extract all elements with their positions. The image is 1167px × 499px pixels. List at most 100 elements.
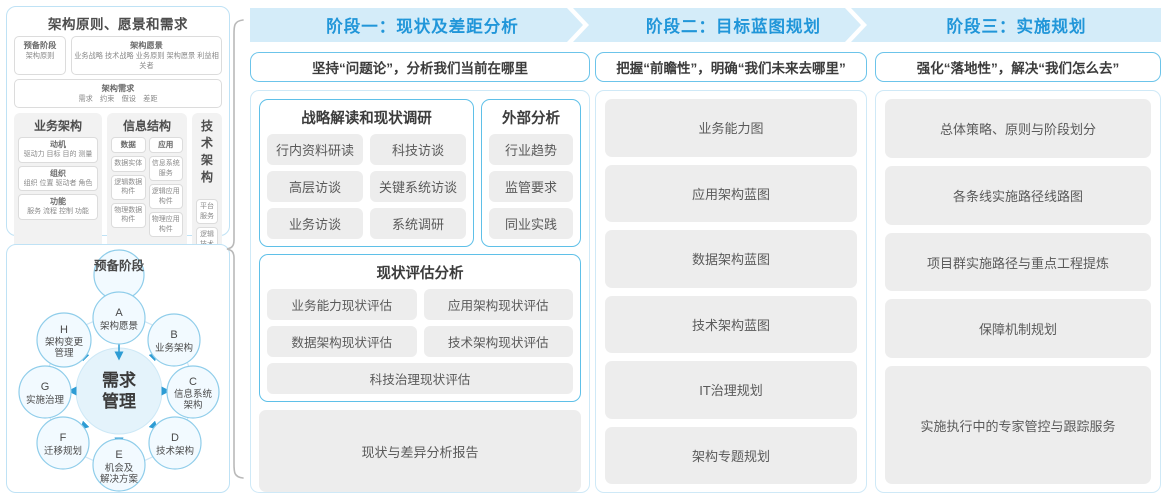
architecture-requirement-box: 架构需求 需求 约束 假设 差距 <box>14 79 222 108</box>
pillar-cell: 逻辑数据构件 <box>111 174 146 200</box>
node-center-circle <box>75 347 163 435</box>
chip-strategy[interactable]: 业务访谈 <box>267 208 363 239</box>
node-e-label-2: 解决方案 <box>100 473 139 485</box>
phase-1-band-label: 阶段一：现状及差距分析 <box>326 18 519 36</box>
phase-2-band: 阶段二：目标蓝图规划 <box>595 8 872 42</box>
chip-assessment[interactable]: 应用架构现状评估 <box>423 289 573 320</box>
chip-external[interactable]: 行业趋势 <box>489 134 573 165</box>
phase-1-band: 阶段一：现状及差距分析 <box>250 8 595 42</box>
node-c-label-1: 信息系统 <box>174 388 213 400</box>
chip-external[interactable]: 同业实践 <box>489 208 573 239</box>
phase-3-pill: 强化“落地性”，解决“我们怎么去” <box>875 52 1161 82</box>
phase-3-column: 总体策略、原则与阶段划分 各条线实施路径线路图 项目群实施路径与重点工程提炼 保… <box>875 90 1161 493</box>
node-a-circle <box>92 291 146 345</box>
chip-implementation[interactable]: 总体策略、原则与阶段划分 <box>885 99 1151 158</box>
chip-strategy[interactable]: 科技访谈 <box>370 134 466 165</box>
node-g-label: 实施治理 <box>26 394 65 406</box>
adm-cycle-panel: 预备阶段 需求 管理 A 架构愿景 <box>6 244 230 493</box>
chevron-divider-1-icon <box>567 8 595 42</box>
node-h-label-1: 架构变更 <box>45 336 84 348</box>
chip-assessment[interactable]: 数据架构现状评估 <box>267 326 417 357</box>
phase-2-pill: 把握“前瞻性”，明确“我们未来去哪里” <box>595 52 867 82</box>
chip-assessment[interactable]: 技术架构现状评估 <box>423 326 573 357</box>
architecture-requirement-sub: 需求 约束 假设 差距 <box>78 94 158 103</box>
brace-connector <box>226 19 244 479</box>
pillar-cell: 物理应用构件 <box>148 212 183 237</box>
node-b-circle <box>147 313 201 367</box>
prelim-phase-box: 预备阶段 架构原则 <box>14 36 66 75</box>
pillar-cell: 组织 组织 位置 驱动者 角色 <box>18 165 98 191</box>
architecture-vision-sub: 业务战略 技术战略 业务原则 架构愿景 利益相关者 <box>74 51 219 70</box>
node-center-label-1: 需求 <box>102 370 136 390</box>
left-column: 架构原则、愿景和需求 预备阶段 架构原则 架构愿景 业务战略 技术战略 业务原则… <box>6 6 230 493</box>
chip-implementation[interactable]: 各条线实施路径线路图 <box>885 165 1151 225</box>
chip-blueprint[interactable]: 业务能力图 <box>605 99 857 157</box>
pillar-cell: 逻辑应用构件 <box>148 184 183 209</box>
pillar-cell: 数据 <box>111 137 146 153</box>
node-prep-label-1: 预备阶段 <box>94 258 145 273</box>
chip-implementation[interactable]: 保障机制规划 <box>885 299 1151 359</box>
chip-blueprint[interactable]: 架构专题规划 <box>605 426 857 484</box>
chip-blueprint[interactable]: IT治理规划 <box>605 361 857 419</box>
chip-implementation[interactable]: 实施执行中的专家管控与跟踪服务 <box>885 366 1151 484</box>
strategy-research-box: 战略解读和现状调研 行内资料研读 科技访谈 高层访谈 关键系统访谈 业务访谈 系… <box>259 99 474 247</box>
chevron-divider-2-icon <box>845 8 873 42</box>
node-e-label-1: 机会及 <box>105 462 134 474</box>
chip-blueprint[interactable]: 应用架构蓝图 <box>605 164 857 222</box>
gap-analysis-report-chip[interactable]: 现状与差异分析报告 <box>259 410 581 492</box>
chip-strategy[interactable]: 高层访谈 <box>267 171 363 202</box>
chip-strategy[interactable]: 行内资料研读 <box>267 134 363 165</box>
pillar-cell: 动机 驱动力 目标 目的 测量 <box>18 137 98 163</box>
external-analysis-box: 外部分析 行业趋势 监管要求 同业实践 <box>481 99 581 247</box>
node-h-key: H <box>60 324 68 336</box>
pillar-cell: 平台服务 <box>196 199 218 224</box>
node-h-circle <box>36 312 92 368</box>
node-c-circle <box>166 365 220 419</box>
prelim-phase-title: 预备阶段 <box>23 41 57 50</box>
node-d-label: 技术架构 <box>156 445 194 457</box>
node-center-label-2: 管理 <box>102 391 136 411</box>
chip-blueprint[interactable]: 数据架构蓝图 <box>605 230 857 288</box>
chip-assessment[interactable]: 业务能力现状评估 <box>267 289 417 320</box>
togaf-content-framework-panel: 架构原则、愿景和需求 预备阶段 架构原则 架构愿景 业务战略 技术战略 业务原则… <box>6 6 230 355</box>
pillar-business-title: 业务架构 <box>33 119 82 133</box>
node-d-key: D <box>171 432 179 444</box>
pillar-technology-title: 技术架构 <box>200 119 213 184</box>
adm-cycle-diagram: 预备阶段 需求 管理 A 架构愿景 <box>18 249 220 492</box>
node-a-label: 架构愿景 <box>100 320 138 332</box>
phase-3-band: 阶段三：实施规划 <box>872 8 1161 42</box>
pillar-information-title: 信息结构 <box>122 119 171 133</box>
chip-strategy[interactable]: 系统调研 <box>370 208 466 239</box>
node-f-label: 迁移规划 <box>44 445 82 457</box>
node-d-circle <box>148 416 202 470</box>
chip-blueprint[interactable]: 技术架构蓝图 <box>605 295 857 353</box>
status-assessment-box: 现状评估分析 业务能力现状评估 应用架构现状评估 数据架构现状评估 技术架构现状… <box>259 254 581 402</box>
prelim-vision-row: 预备阶段 架构原则 架构愿景 业务战略 技术战略 业务原则 架构愿景 利益相关者 <box>14 36 222 75</box>
node-b-key: B <box>170 329 177 341</box>
architecture-requirement-title: 架构需求 <box>101 84 135 93</box>
node-c-label-2: 架构 <box>183 399 202 411</box>
node-b-label: 业务架构 <box>155 342 193 354</box>
node-e-circle <box>92 438 146 492</box>
pillar-cell: 物理数据构件 <box>111 202 146 228</box>
architecture-vision-title: 架构愿景 <box>130 41 163 50</box>
phase-3-item-list: 总体策略、原则与阶段划分 各条线实施路径线路图 项目群实施路径与重点工程提炼 保… <box>876 91 1160 492</box>
chip-strategy[interactable]: 关键系统访谈 <box>370 171 466 202</box>
chip-assessment-full[interactable]: 科技治理现状评估 <box>267 363 573 394</box>
phase-3-band-label: 阶段三：实施规划 <box>946 18 1087 36</box>
node-h-label-2: 管理 <box>54 347 74 359</box>
node-a-key: A <box>115 307 123 319</box>
architecture-vision-box: 架构愿景 业务战略 技术战略 业务原则 架构愿景 利益相关者 <box>71 36 222 75</box>
pillar-cell: 信息系统服务 <box>148 156 183 181</box>
external-analysis-title: 外部分析 <box>502 111 560 127</box>
prelim-phase-sub: 架构原则 <box>25 51 55 60</box>
phase-2-item-list: 业务能力图 应用架构蓝图 数据架构蓝图 技术架构蓝图 IT治理规划 架构专题规划 <box>596 91 866 492</box>
phase-2-band-label: 阶段二：目标蓝图规划 <box>646 18 821 36</box>
node-e-key: E <box>115 449 122 461</box>
status-assessment-title: 现状评估分析 <box>376 266 464 282</box>
pillar-cell: 功能 服务 流程 控制 功能 <box>18 194 98 220</box>
pillar-cell: 应用 <box>148 137 183 153</box>
chip-external[interactable]: 监管要求 <box>489 171 573 202</box>
chip-implementation[interactable]: 项目群实施路径与重点工程提炼 <box>885 232 1151 292</box>
node-g-circle <box>18 365 72 419</box>
